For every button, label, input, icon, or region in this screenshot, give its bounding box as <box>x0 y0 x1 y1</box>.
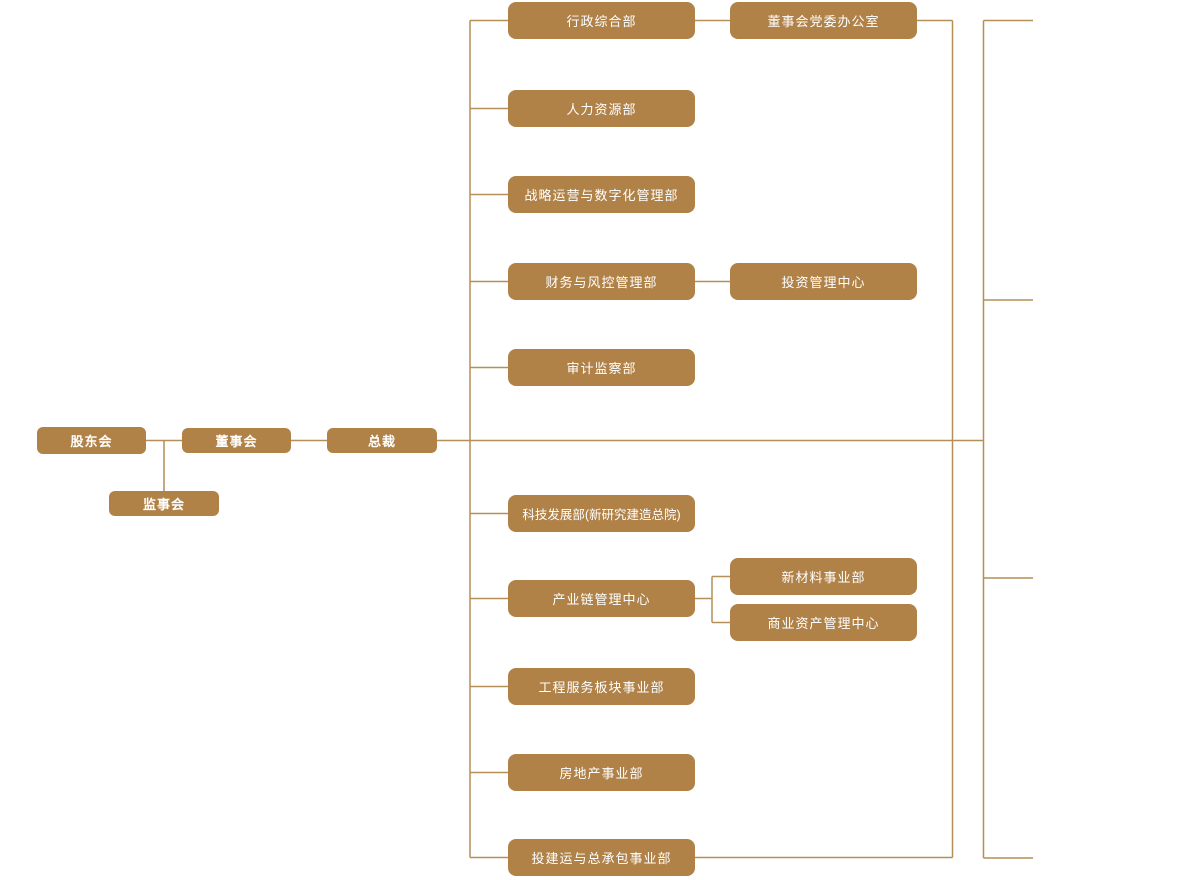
node-audit-supervision-dept: 审计监察部 <box>508 349 695 386</box>
node-engineering-services-division: 工程服务板块事业部 <box>508 668 695 705</box>
node-board-party-office: 董事会党委办公室 <box>730 2 917 39</box>
node-board-of-directors: 董事会 <box>182 428 291 453</box>
node-strategy-digital-dept: 战略运营与数字化管理部 <box>508 176 695 213</box>
node-commercial-assets-center: 商业资产管理中心 <box>730 604 917 641</box>
node-industry-chain-center: 产业链管理中心 <box>508 580 695 617</box>
node-new-materials-division: 新材料事业部 <box>730 558 917 595</box>
node-admin-general-dept: 行政综合部 <box>508 2 695 39</box>
node-investment-management-center: 投资管理中心 <box>730 263 917 300</box>
node-president: 总裁 <box>327 428 437 453</box>
right-edge-bus-line <box>982 19 1033 859</box>
node-supervisory-board: 监事会 <box>109 491 219 516</box>
node-shareholders-meeting: 股东会 <box>37 427 146 454</box>
node-real-estate-division: 房地产事业部 <box>508 754 695 791</box>
node-investment-construction-epc-division: 投建运与总承包事业部 <box>508 839 695 876</box>
node-finance-risk-dept: 财务与风控管理部 <box>508 263 695 300</box>
node-hr-dept: 人力资源部 <box>508 90 695 127</box>
node-tech-development-dept: 科技发展部(新研究建造总院) <box>508 495 695 532</box>
party-office-loop-line <box>695 19 954 859</box>
industry-chain-branch <box>695 575 730 624</box>
departments-bracket <box>469 19 508 859</box>
